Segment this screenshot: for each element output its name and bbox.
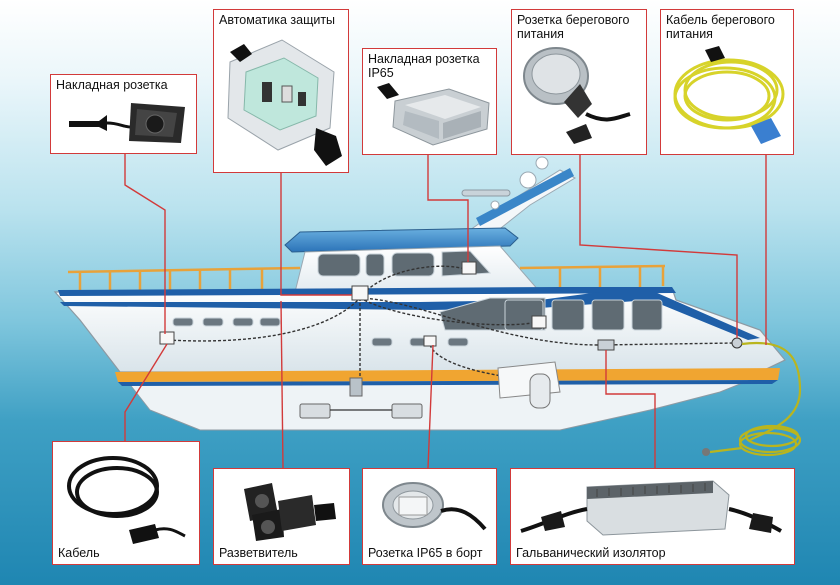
surface-outlet-image xyxy=(69,103,185,143)
card-surface-outlet: Накладная розетка xyxy=(50,74,197,154)
junction-boxes xyxy=(159,261,615,351)
card-cable: Кабель xyxy=(52,441,200,565)
card-label-shore-socket: Розетка берегового питания xyxy=(517,13,630,41)
shore-inlet xyxy=(731,337,743,349)
radar-mast xyxy=(461,156,577,236)
card-label-socket-ip65-hull: Розетка IP65 в борт xyxy=(368,546,483,560)
card-label-galvanic-isolator: Гальванический изолятор xyxy=(516,546,666,560)
flybridge-roof xyxy=(284,227,519,253)
connector-lines xyxy=(124,153,767,469)
card-label-surface-outlet: Накладная розетка xyxy=(56,78,168,92)
shore-cable-image xyxy=(673,46,785,144)
breaker-image xyxy=(227,39,342,166)
batteries xyxy=(299,377,423,419)
card-label-cable: Кабель xyxy=(58,546,100,560)
galvanic-isolator-image xyxy=(520,480,782,536)
card-breaker: Автоматика защиты xyxy=(213,9,349,173)
card-label-splitter: Разветвитель xyxy=(219,546,298,560)
card-shore-cable: Кабель берегового питания xyxy=(660,9,794,155)
card-label-breaker: Автоматика защиты xyxy=(219,13,336,27)
splitter-image xyxy=(244,483,336,541)
socket-ip65-hull-image xyxy=(382,482,487,531)
deck-railing xyxy=(67,264,666,292)
hull-blue-stripe xyxy=(60,292,760,340)
card-label-shore-cable: Кабель берегового питания xyxy=(666,13,775,41)
water-heater xyxy=(497,361,561,409)
card-label-outlet-ip65: Накладная розетка IP65 xyxy=(368,52,480,80)
card-splitter: Разветвитель xyxy=(213,468,350,565)
shore-cable-coil xyxy=(709,341,802,457)
card-socket-ip65-hull: Розетка IP65 в борт xyxy=(362,468,497,565)
shore-socket-image xyxy=(523,47,631,144)
card-shore-socket: Розетка берегового питания xyxy=(511,9,647,155)
card-outlet-ip65: Накладная розетка IP65 xyxy=(362,48,497,155)
cable-image xyxy=(67,456,186,544)
outlet-ip65-image xyxy=(377,83,490,146)
card-galvanic-isolator: Гальванический изолятор xyxy=(510,468,795,565)
